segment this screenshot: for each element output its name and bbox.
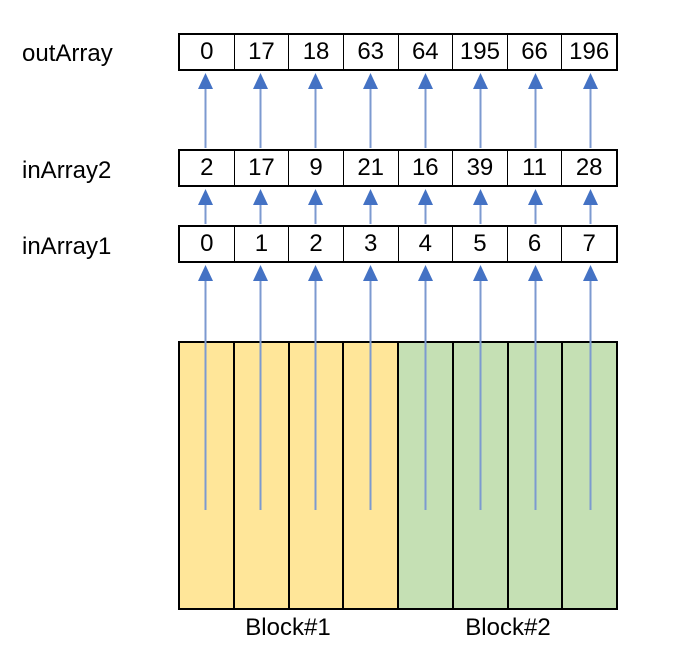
up-arrow <box>418 189 433 224</box>
inarray2-cell: 2 <box>180 151 235 185</box>
up-arrow <box>308 73 323 148</box>
up-arrow <box>528 73 543 148</box>
up-arrow <box>198 73 213 148</box>
thread-column <box>289 343 345 608</box>
up-arrow <box>308 189 323 224</box>
inarray1-cell: 6 <box>508 227 563 261</box>
up-arrow <box>363 73 378 148</box>
inarray1-cell: 1 <box>235 227 290 261</box>
up-arrow <box>473 73 488 148</box>
up-arrow <box>418 73 433 148</box>
inarray1-cell: 0 <box>180 227 235 261</box>
inarray1-cell: 4 <box>399 227 454 261</box>
outarray-cell: 18 <box>289 35 344 69</box>
inarray1-cell: 3 <box>344 227 399 261</box>
label-inarray1: inArray1 <box>22 233 112 260</box>
thread-column <box>563 343 616 608</box>
inarray1-cell: 7 <box>582 230 596 257</box>
inarray2-cell: 39 <box>453 151 508 185</box>
thread-column <box>508 343 564 608</box>
thread-column <box>399 343 454 608</box>
inarray1-cell: 5 <box>453 227 508 261</box>
inarray2-cell: 9 <box>289 151 344 185</box>
outarray-cell: 17 <box>235 35 290 69</box>
outarray-cell: 195 <box>453 35 508 69</box>
thread-column <box>453 343 509 608</box>
outarray-row: 0 17 18 63 64 195 66 196 <box>178 33 618 71</box>
thread-column <box>180 343 235 608</box>
up-arrow <box>583 189 598 224</box>
up-arrow <box>473 189 488 224</box>
outarray-cell: 63 <box>344 35 399 69</box>
outarray-cell: 196 <box>569 38 610 65</box>
thread-column <box>344 343 399 608</box>
inarray2-cell: 28 <box>575 154 603 181</box>
thread-blocks <box>178 341 618 610</box>
outarray-cell: 0 <box>180 35 235 69</box>
label-inarray2: inArray2 <box>22 157 112 184</box>
inarray1-row: 0 1 2 3 4 5 6 7 <box>178 225 618 263</box>
outarray-cell: 66 <box>508 35 563 69</box>
up-arrow <box>253 73 268 148</box>
up-arrow <box>528 189 543 224</box>
up-arrow <box>253 189 268 224</box>
thread-column <box>234 343 290 608</box>
label-block2: Block#2 <box>465 614 551 641</box>
inarray2-cell: 11 <box>508 151 563 185</box>
inarray2-cell: 21 <box>344 151 399 185</box>
label-block1: Block#1 <box>245 614 331 641</box>
inarray2-cell: 17 <box>235 151 290 185</box>
up-arrow <box>363 189 378 224</box>
up-arrow <box>583 73 598 148</box>
outarray-cell: 64 <box>399 35 454 69</box>
label-outarray: outArray <box>22 40 113 67</box>
up-arrow <box>198 189 213 224</box>
inarray2-row: 2 17 9 21 16 39 11 28 <box>178 149 618 187</box>
inarray2-cell: 16 <box>399 151 454 185</box>
inarray1-cell: 2 <box>289 227 344 261</box>
